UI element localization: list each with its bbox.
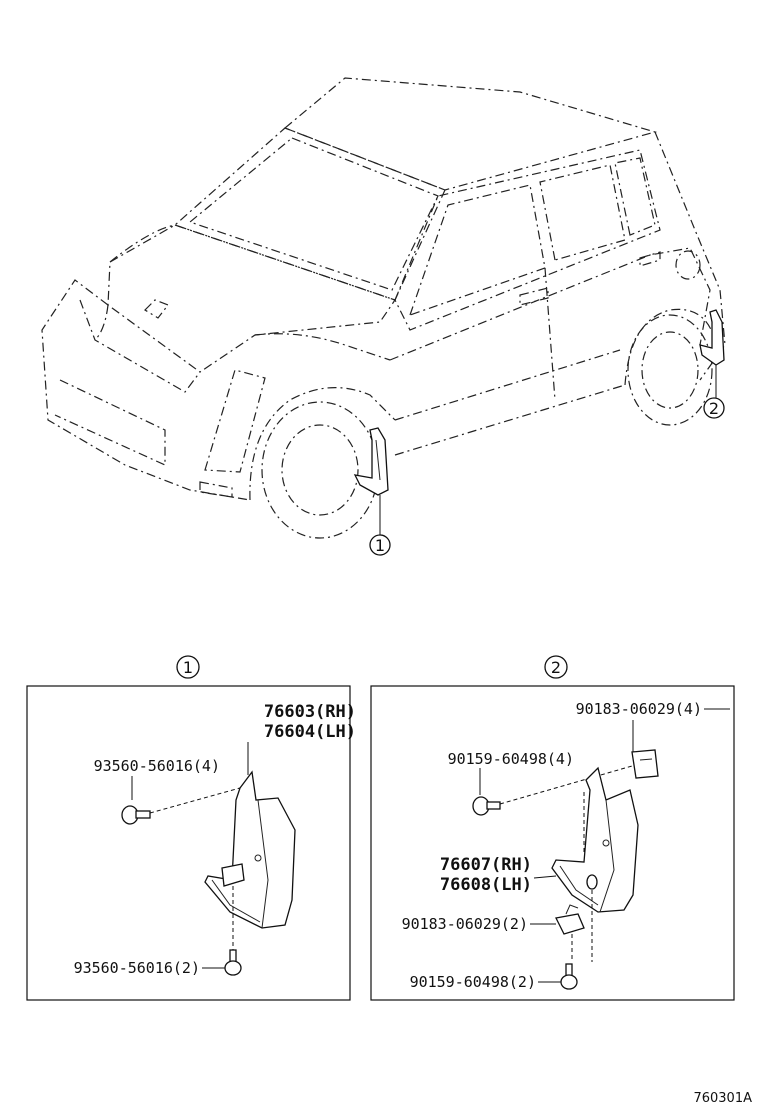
panel2-nut-bottom-icon [555, 904, 585, 935]
panel2-flap-lh-label: 76608(LH) [440, 875, 532, 895]
panel1-frame [26, 685, 351, 1001]
panel1-screw-bottom-icon [224, 949, 242, 976]
panel1-screw-top-icon [121, 805, 151, 825]
reference-code: 760301A [693, 1091, 752, 1106]
panel1-screw-top-label: 93560-56016(4) [94, 757, 220, 775]
panel2-nut-top-label: 90183-06029(4) [576, 700, 702, 718]
panel2-screw-top-label: 90159-60498(4) [448, 750, 574, 768]
panel2-flap-rh-label: 76607(RH) [440, 855, 532, 875]
panel1-flap-lh-label: 76604(LH) [264, 722, 356, 742]
panel1-header: 1 [183, 658, 193, 677]
panel2-screw-bottom-label: 90159-60498(2) [410, 973, 536, 991]
rear-mud-flap-on-vehicle [699, 309, 725, 366]
panel1-screw-bottom-label: 93560-56016(2) [74, 959, 200, 977]
panel2-screw-top-icon [472, 796, 501, 816]
panel2-nut-top-icon [631, 749, 659, 779]
front-mud-flap-on-vehicle [353, 427, 389, 496]
panel1-mud-flap-icon [204, 770, 296, 929]
panel2-nut-bottom-label: 90183-06029(2) [402, 915, 528, 933]
panel2-screw-bottom-icon [560, 963, 578, 990]
callout-rear-flap: 2 [709, 399, 719, 418]
panel1-flap-rh-label: 76603(RH) [264, 702, 356, 722]
callout-front-flap: 1 [375, 536, 385, 555]
panel2-header: 2 [551, 658, 561, 677]
panel2-mud-flap-icon [551, 766, 639, 913]
panel2-frame [370, 685, 735, 1001]
